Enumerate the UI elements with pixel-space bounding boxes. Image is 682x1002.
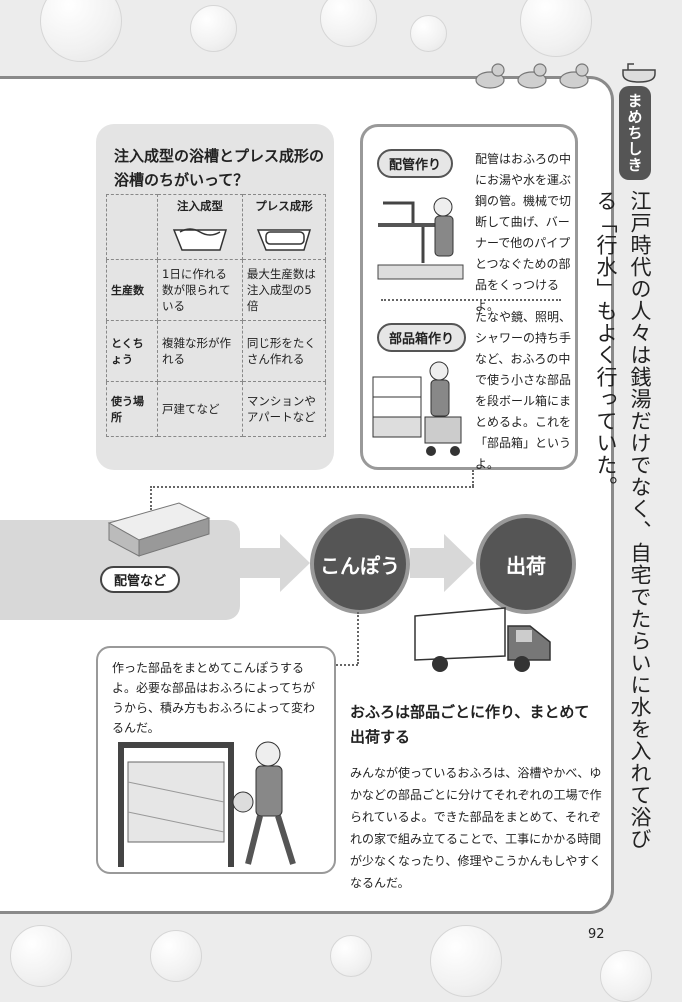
connector-line <box>472 470 474 486</box>
row-label: 生産数 <box>106 259 158 321</box>
worker-packing-illustration <box>118 741 296 867</box>
table-cell: 同じ形をたくさん作れる <box>241 320 327 382</box>
col-header-label: プレス成形 <box>255 199 313 213</box>
table-cell: 1日に作れる数が限られている <box>157 259 243 321</box>
process-card: 配管作り 配管はおふろの中にお湯や水を運ぶ鋼の管。機械で切断して曲げ、バーナーで… <box>360 124 578 471</box>
parts-box-label: 部品箱作り <box>377 323 467 352</box>
col-header-injection: 注入成型 <box>157 194 243 260</box>
col-header-press: プレス成形 <box>241 194 327 260</box>
connector-line <box>150 486 152 510</box>
summary-body: みんなが使っているおふろは、浴槽やかべ、ゆかなどの部品ごとに分けてそれぞれの工場… <box>350 766 602 890</box>
worker-welding-illustration <box>377 197 464 280</box>
table-row: 使う場所 戸建てなど マンションやアパートなど <box>106 381 327 437</box>
bubble-decoration <box>430 925 502 997</box>
comparison-table: 注入成型 プレス成形 生産数 1日に作れる数が限られている 最大生産数は注入成型… <box>106 194 327 437</box>
bubble-decoration <box>410 15 447 52</box>
connector-line <box>336 664 358 666</box>
row-label: とくちょう <box>106 320 158 382</box>
parts-box-text: たなや鏡、照明、シャワーの持ち手など、おふろの中で使う小さな部品を段ボール箱にま… <box>475 310 572 471</box>
table-row: とくちょう 複雑な形が作れる 同じ形をたくさん作れる <box>106 320 327 382</box>
worker-boxes-illustration <box>372 361 462 456</box>
flow-arrowhead-1 <box>280 534 310 592</box>
bubble-decoration <box>520 0 592 57</box>
piping-etc-tag: 配管など <box>100 566 181 593</box>
packing-note-text: 作った部品をまとめてこんぽうするよ。必要な部品はおふろによってちがうから、積み方… <box>112 661 316 735</box>
bubble-decoration <box>600 950 652 1002</box>
page-number: 92 <box>588 927 605 942</box>
summary-title: おふろは部品ごとに作り、まとめて出荷する <box>350 703 590 746</box>
comparison-title: 注入成型の浴槽とプレス成形の浴槽のちがいって？ <box>114 147 325 189</box>
packing-step-circle: こんぽう <box>310 514 410 614</box>
bubble-decoration <box>320 0 377 47</box>
flow-arrow-2 <box>410 548 446 578</box>
bubble-decoration <box>40 0 122 62</box>
truck-illustration <box>414 607 551 672</box>
shipping-step-circle: 出荷 <box>476 514 576 614</box>
col-header-label: 注入成型 <box>176 199 223 213</box>
flow-arrow-1 <box>240 548 282 578</box>
sidebar-trivia-text: 江戸時代の人々は銭湯だけでなく、自宅でたらいに水を入れて浴びる「行水」もよく行っ… <box>594 190 652 850</box>
row-label: 使う場所 <box>106 381 158 437</box>
table-corner <box>106 194 158 260</box>
table-cell: 最大生産数は注入成型の5倍 <box>241 259 327 321</box>
bubble-decoration <box>330 935 372 977</box>
packing-note-panel: 作った部品をまとめてこんぽうするよ。必要な部品はおふろによってちがうから、積み方… <box>96 646 336 874</box>
table-cell: 戸建てなど <box>157 381 243 437</box>
bubble-decoration <box>190 5 237 52</box>
piping-label: 配管作り <box>377 149 454 178</box>
bubble-decoration <box>10 925 72 987</box>
piping-text: 配管はおふろの中にお湯や水を運ぶ鋼の管。機械で切断して曲げ、バーナーで他のパイプ… <box>475 152 572 313</box>
ducks-illustration <box>475 63 589 89</box>
table-cell: マンションやアパートなど <box>241 381 327 437</box>
comparison-panel: 注入成型の浴槽とプレス成形の浴槽のちがいって？ 注入成型 プレス成形 生産数 <box>96 124 334 470</box>
table-row: 生産数 1日に作れる数が限られている 最大生産数は注入成型の5倍 <box>106 259 327 321</box>
connector-line <box>357 612 359 664</box>
card-divider <box>381 299 561 301</box>
connector-line <box>150 486 474 488</box>
injection-tub-illustration <box>172 228 227 251</box>
bathtub-icon <box>622 63 656 83</box>
flow-arrowhead-2 <box>444 534 474 592</box>
press-tub-illustration <box>256 229 311 251</box>
table-cell: 複雑な形が作れる <box>157 320 243 382</box>
bubble-decoration <box>150 930 202 982</box>
mamechishiki-label: まめちしき <box>619 86 651 180</box>
pipe-bundle-illustration <box>107 502 211 557</box>
